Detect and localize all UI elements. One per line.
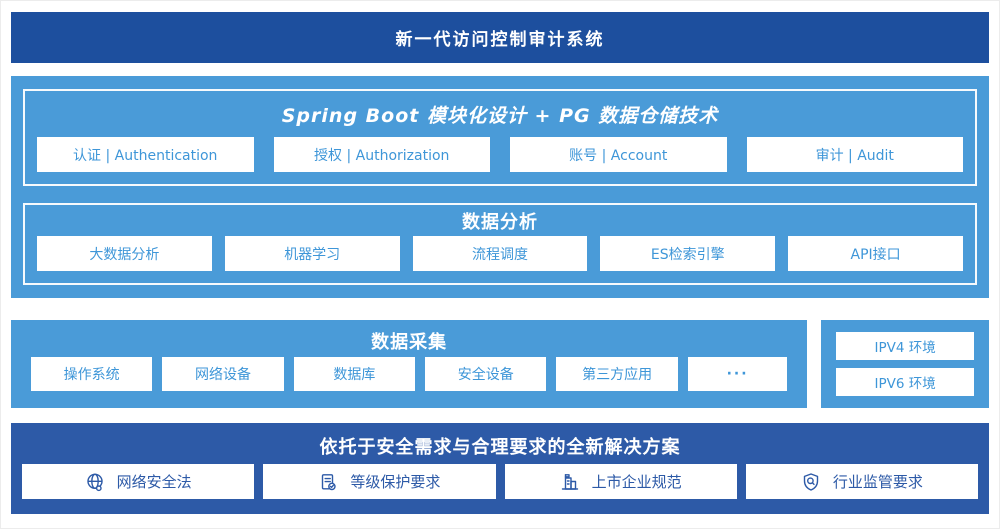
env-ipv6: IPV6 环境 <box>836 368 974 396</box>
module-more-ellipsis: ··· <box>687 357 788 391</box>
module-network-device: 网络设备 <box>162 357 284 391</box>
module-security-device: 安全设备 <box>425 357 547 391</box>
platform-panel: Spring Boot 模块化设计 + PG 数据仓储技术 认证 | Authe… <box>23 89 977 186</box>
solution-title: 依托于安全需求与合理要求的全新解决方案 <box>319 436 681 458</box>
solution-panel: 依托于安全需求与合理要求的全新解决方案 网络安全法 <box>11 423 989 514</box>
module-bigdata-analysis: 大数据分析 <box>37 236 212 271</box>
collection-panel: 数据采集 操作系统 网络设备 数据库 安全设备 第三方应用 ··· <box>11 320 808 408</box>
globe-icon <box>85 472 105 492</box>
document-check-icon <box>318 472 338 492</box>
environment-panel: IPV4 环境 IPV6 环境 <box>821 320 989 408</box>
module-api-interface: API接口 <box>788 236 963 271</box>
analysis-title: 数据分析 <box>462 211 538 233</box>
collection-module-row: 操作系统 网络设备 数据库 安全设备 第三方应用 ··· <box>11 357 807 391</box>
module-machine-learning: 机器学习 <box>224 236 400 271</box>
building-icon <box>560 472 580 492</box>
collection-environment-row: 数据采集 操作系统 网络设备 数据库 安全设备 第三方应用 ··· IPV4 环… <box>11 320 989 408</box>
solution-listed-company: 上市企业规范 <box>504 464 737 499</box>
module-audit: 审计 | Audit <box>746 137 963 172</box>
env-ipv4: IPV4 环境 <box>836 332 974 360</box>
module-authorization: 授权 | Authorization <box>273 137 490 172</box>
solution-label: 等级保护要求 <box>350 473 441 491</box>
module-account: 账号 | Account <box>510 137 727 172</box>
module-es-search-engine: ES检索引擎 <box>600 236 776 271</box>
solution-label: 行业监管要求 <box>832 473 923 491</box>
collection-title: 数据采集 <box>371 332 448 353</box>
module-database: 数据库 <box>293 357 416 391</box>
solution-industry-regulation: 行业监管要求 <box>745 464 978 499</box>
module-third-party-app: 第三方应用 <box>556 357 678 391</box>
analysis-panel: 数据分析 大数据分析 机器学习 流程调度 ES检索引擎 API接口 <box>23 203 977 285</box>
solution-label: 网络安全法 <box>116 473 192 491</box>
platform-title: Spring Boot 模块化设计 + PG 数据仓储技术 <box>281 104 719 127</box>
solution-item-row: 网络安全法 等级保护要求 <box>11 464 989 499</box>
platform-analysis-container: Spring Boot 模块化设计 + PG 数据仓储技术 认证 | Authe… <box>11 76 989 298</box>
solution-cybersecurity-law: 网络安全法 <box>22 464 255 499</box>
analysis-module-row: 大数据分析 机器学习 流程调度 ES检索引擎 API接口 <box>25 236 975 271</box>
solution-graded-protection: 等级保护要求 <box>263 464 496 499</box>
solution-label: 上市企业规范 <box>591 473 682 491</box>
module-authentication: 认证 | Authentication <box>37 137 254 172</box>
module-operating-system: 操作系统 <box>31 357 153 391</box>
module-process-scheduling: 流程调度 <box>412 236 588 271</box>
platform-module-row: 认证 | Authentication 授权 | Authorization 账… <box>25 137 975 172</box>
shield-search-icon <box>801 472 821 492</box>
page-title: 新一代访问控制审计系统 <box>395 30 605 50</box>
system-title-banner: 新一代访问控制审计系统 <box>11 12 989 63</box>
